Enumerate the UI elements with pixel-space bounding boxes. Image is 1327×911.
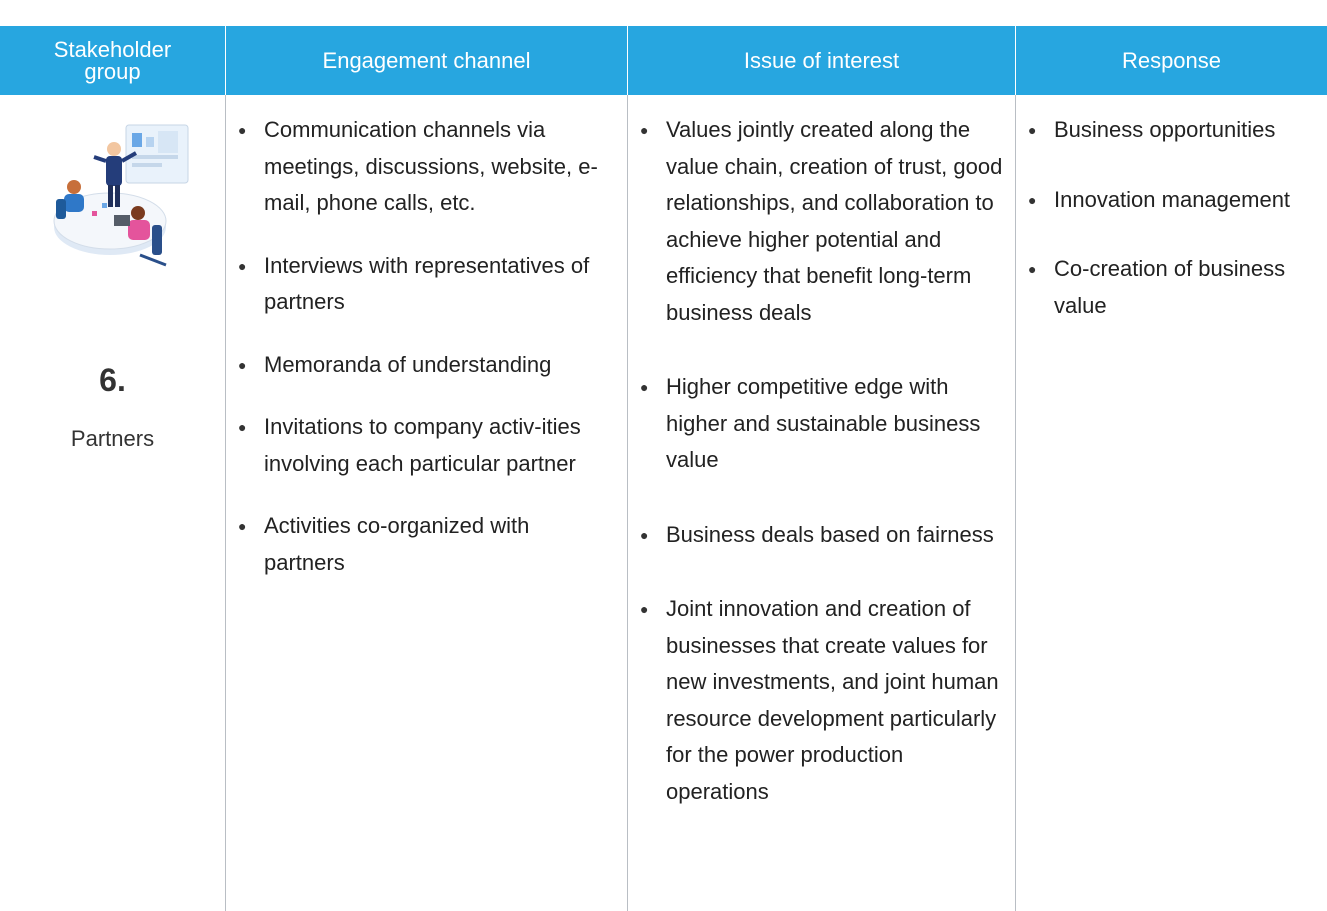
list-item: Co-creation of business value bbox=[1026, 251, 1326, 324]
stakeholder-number: 6. bbox=[99, 362, 126, 398]
list-item: Joint innovation and creation of busines… bbox=[638, 591, 1003, 810]
list-item: Business opportunities bbox=[1026, 112, 1326, 149]
meeting-illustration-icon bbox=[53, 124, 189, 267]
response-cell: Business opportunities Innovation manage… bbox=[1016, 95, 1327, 911]
issue-of-interest-cell: Values jointly created along the value c… bbox=[628, 95, 1015, 911]
list-item: Invitations to company activ-ities invol… bbox=[236, 409, 616, 482]
stakeholder-name: Partners bbox=[70, 426, 155, 451]
list-item: Higher competitive edge with higher and … bbox=[638, 369, 1003, 479]
list-item: Interviews with representatives of partn… bbox=[236, 248, 616, 321]
header-issue-of-interest: Issue of interest bbox=[743, 47, 900, 73]
column-divider bbox=[225, 95, 226, 911]
column-divider bbox=[1015, 95, 1016, 911]
header-stakeholder-group: Stakeholder group bbox=[53, 36, 172, 84]
issue-list: Values jointly created along the value c… bbox=[638, 112, 1003, 836]
list-item: Business deals based on fairness bbox=[638, 517, 1003, 554]
list-item: Communication channels via meetings, dis… bbox=[236, 112, 616, 222]
list-item: Memoranda of understanding bbox=[236, 347, 616, 384]
response-list: Business opportunities Innovation manage… bbox=[1026, 112, 1326, 350]
list-item: Values jointly created along the value c… bbox=[638, 112, 1003, 331]
table-header: Stakeholder group Engagement channel Iss… bbox=[0, 26, 1327, 95]
header-engagement-channel: Engagement channel bbox=[322, 47, 531, 73]
stakeholder-cell: 6. Partners bbox=[0, 95, 225, 911]
column-divider bbox=[627, 95, 628, 911]
list-item: Activities co-organized with partners bbox=[236, 508, 616, 581]
header-response: Response bbox=[1121, 47, 1222, 73]
list-item: Innovation management bbox=[1026, 182, 1326, 219]
engagement-channel-cell: Communication channels via meetings, dis… bbox=[226, 95, 627, 911]
engagement-channel-list: Communication channels via meetings, dis… bbox=[236, 112, 616, 607]
